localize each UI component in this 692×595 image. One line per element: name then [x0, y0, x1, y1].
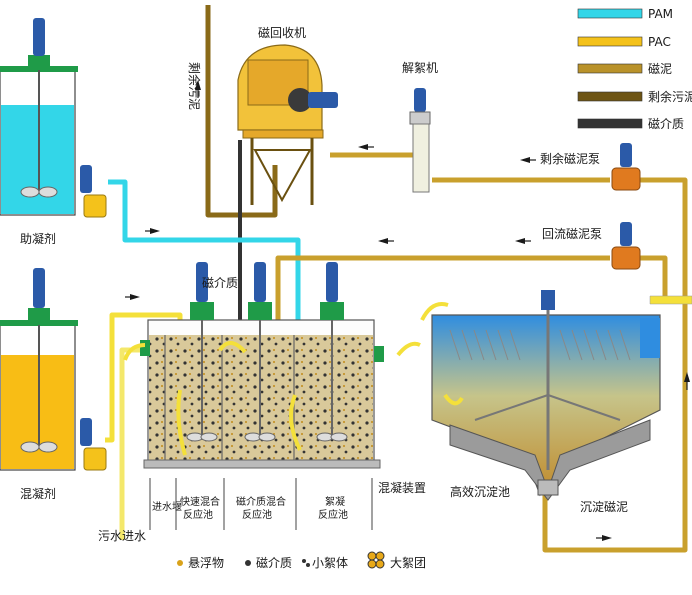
legend-label-pac: PAC — [648, 35, 671, 49]
bottom-legend-small-floc: 小絮体 — [312, 556, 348, 570]
coagulation-device — [123, 262, 421, 469]
excess-pump-label: 剩余磁泥泵 — [540, 151, 600, 166]
large-floc-icon — [367, 551, 385, 569]
disperser-label: 解絮机 — [402, 61, 438, 75]
magnetic-media-label: 磁介质 — [202, 275, 238, 290]
section-floc-1: 絮凝 — [325, 495, 345, 508]
excess-sludge-vertical-label: 剩余污泥 — [187, 62, 202, 110]
coagulation-device-label: 混凝装置 — [378, 480, 426, 495]
disperser — [409, 88, 431, 193]
settled-sludge-label: 沉淀磁泥 — [580, 499, 628, 514]
flow-arrows — [125, 80, 690, 541]
legend-swatch-media — [577, 118, 643, 129]
excess-sludge-pump — [611, 143, 641, 191]
legend: PAM PAC 磁泥 剩余污泥 磁介质 — [577, 7, 692, 131]
bottom-legend-media: 磁介质 — [256, 555, 292, 570]
magnetic-recovery-label: 磁回收机 — [258, 25, 306, 40]
legend-swatch-pam — [577, 8, 643, 19]
section-dividers — [149, 478, 373, 530]
sewage-inlet-label: 污水进水 — [98, 529, 146, 543]
bottom-legend: 悬浮物 磁介质 小絮体 大絮团 — [177, 551, 426, 570]
clarifier — [420, 290, 661, 501]
magnetic-recovery-machine — [237, 44, 338, 205]
legend-label-media: 磁介质 — [648, 116, 684, 131]
legend-swatch-pac — [577, 36, 643, 47]
return-down-pipe — [640, 255, 668, 300]
arrow-excess-up — [195, 80, 201, 90]
return-sludge-pump — [611, 222, 641, 270]
arrow-return-1 — [378, 238, 388, 244]
small-floc-icon — [302, 559, 310, 567]
legend-swatch-mag-sludge — [577, 63, 643, 74]
legend-label-mag-sludge: 磁泥 — [648, 61, 672, 76]
coagulant-tank — [0, 268, 107, 471]
section-fast-mix-2: 反应池 — [183, 508, 213, 521]
arrow-pac — [130, 294, 140, 300]
bottom-legend-large-floc: 大絮团 — [390, 556, 426, 570]
section-inlet-weir: 进水堰 — [152, 501, 182, 513]
section-media-mix-2: 反应池 — [242, 508, 272, 521]
legend-swatch-excess — [577, 91, 643, 102]
legend-label-pam: PAM — [648, 7, 673, 21]
suspended-icon — [177, 560, 183, 566]
return-pump-label: 回流磁泥泵 — [542, 226, 602, 241]
arrow-sludge — [602, 535, 612, 541]
legend-label-excess: 剩余污泥 — [648, 89, 692, 104]
clarifier-label: 高效沉淀池 — [450, 484, 510, 499]
sewage-inlet-pipe — [119, 347, 140, 540]
bottom-legend-suspended: 悬浮物 — [188, 556, 224, 570]
sludge-loop-pipe — [542, 177, 688, 553]
arrow-excess — [520, 157, 530, 163]
outlet-pipe — [649, 295, 692, 305]
arrow-up — [684, 372, 690, 382]
media-dot-icon — [245, 560, 251, 566]
pam-pipe — [108, 179, 301, 330]
return-pump-pipe — [275, 255, 610, 330]
section-floc-2: 反应池 — [318, 508, 348, 521]
coagulant-aid-tank — [0, 18, 107, 218]
section-fast-mix-1: 快速混合 — [180, 495, 220, 508]
coagulant-aid-label: 助凝剂 — [20, 231, 56, 246]
excess-sludge-label-group: 剩余污泥 — [187, 62, 202, 110]
section-media-mix-1: 磁介质混合 — [236, 495, 286, 508]
arrow-return-2 — [515, 238, 525, 244]
arrow-recovery — [358, 144, 368, 150]
coagulant-label: 混凝剂 — [20, 486, 56, 501]
